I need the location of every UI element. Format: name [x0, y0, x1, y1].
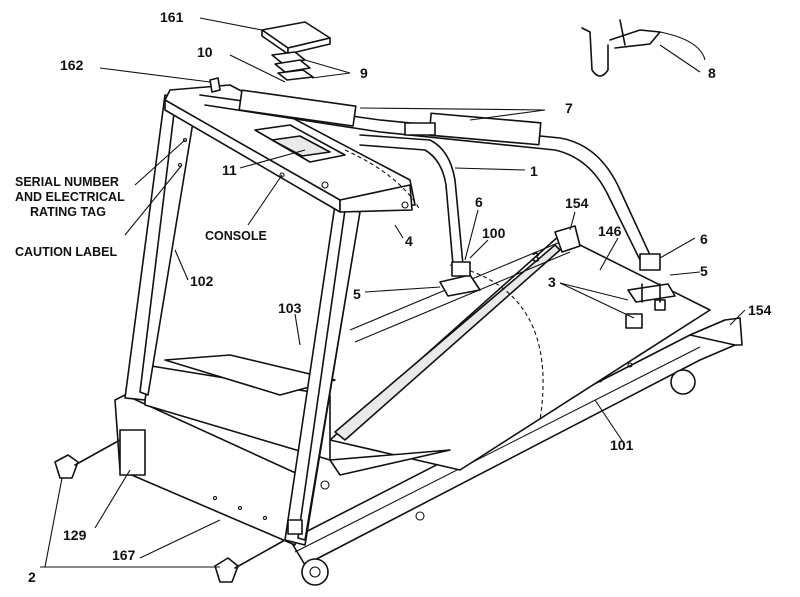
label-100: 100	[482, 225, 506, 241]
label-4: 4	[405, 233, 413, 249]
label-2: 2	[28, 569, 36, 585]
safety-key-8	[581, 19, 706, 77]
label-146: 146	[598, 223, 622, 239]
label-serial-number-3: RATING TAG	[30, 205, 106, 219]
frame-101	[289, 317, 743, 586]
console-assembly	[164, 84, 421, 213]
label-8: 8	[708, 65, 716, 81]
label-162: 162	[60, 57, 84, 73]
part-labels: 161 10 9 162 8 7 1 11 SERIAL NUMBER AND …	[15, 9, 772, 585]
label-103: 103	[278, 300, 302, 316]
label-11: 11	[222, 162, 237, 178]
leveling-knobs-2	[54, 439, 286, 583]
overlay-parts	[209, 21, 331, 93]
label-9: 9	[360, 65, 368, 81]
label-5-left: 5	[353, 286, 361, 302]
label-console: CONSOLE	[205, 229, 267, 243]
label-101: 101	[610, 437, 634, 453]
label-3-lower: 3	[548, 274, 556, 290]
handrail-1	[199, 89, 661, 277]
label-7: 7	[565, 100, 573, 116]
label-161: 161	[160, 9, 184, 25]
label-serial-number-1: SERIAL NUMBER	[15, 175, 119, 189]
leader-lines	[40, 17, 746, 568]
label-1: 1	[530, 163, 538, 179]
label-154-right: 154	[748, 302, 772, 318]
label-6-right: 6	[700, 231, 708, 247]
label-3-upper: 3	[532, 249, 540, 265]
label-10: 10	[197, 44, 213, 60]
label-5-right: 5	[700, 263, 708, 279]
label-serial-number-2: AND ELECTRICAL	[15, 190, 125, 204]
label-167: 167	[112, 547, 136, 563]
upright-102	[124, 94, 213, 401]
label-caution: CAUTION LABEL	[15, 245, 117, 259]
label-102: 102	[190, 273, 214, 289]
label-154-top: 154	[565, 195, 589, 211]
deck-and-belt	[329, 225, 711, 471]
label-6-left: 6	[475, 194, 483, 210]
label-129: 129	[63, 527, 87, 543]
